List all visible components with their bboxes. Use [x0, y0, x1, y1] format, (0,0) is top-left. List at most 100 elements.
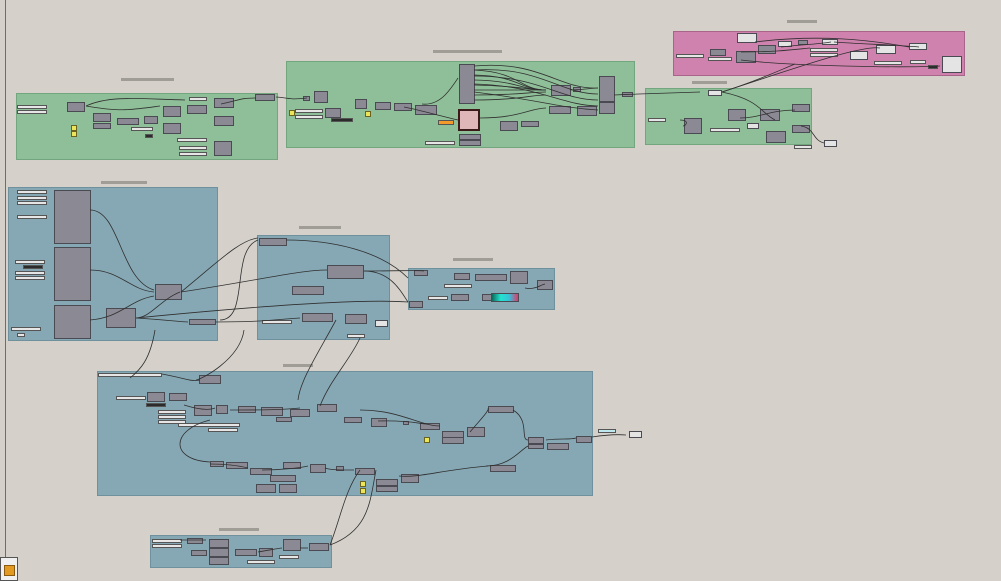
param[interactable] [179, 146, 207, 150]
group-6[interactable] [257, 235, 390, 340]
component[interactable] [549, 106, 571, 114]
component[interactable] [401, 474, 419, 483]
param[interactable] [928, 65, 938, 69]
component[interactable] [235, 549, 257, 556]
component[interactable] [577, 106, 597, 116]
component[interactable] [737, 33, 757, 43]
component[interactable] [325, 108, 341, 118]
component[interactable] [117, 118, 139, 125]
component[interactable] [355, 99, 367, 109]
component[interactable] [622, 92, 633, 97]
component[interactable] [344, 417, 362, 423]
component[interactable] [261, 407, 283, 416]
param[interactable] [331, 118, 353, 122]
component[interactable] [147, 392, 165, 402]
component[interactable] [216, 405, 228, 414]
param[interactable] [295, 115, 323, 119]
component[interactable] [792, 104, 810, 112]
component[interactable] [238, 406, 256, 413]
param[interactable] [15, 276, 45, 280]
component[interactable] [54, 247, 91, 301]
component[interactable] [327, 265, 364, 279]
component[interactable] [355, 468, 375, 475]
component[interactable] [169, 393, 187, 401]
component[interactable] [259, 238, 287, 246]
component[interactable] [747, 123, 759, 129]
component[interactable] [336, 466, 344, 471]
component[interactable] [303, 96, 310, 101]
param[interactable] [438, 120, 454, 125]
toggle[interactable] [365, 111, 371, 117]
component[interactable] [459, 140, 481, 146]
param[interactable] [794, 145, 812, 149]
component[interactable] [459, 134, 481, 140]
component[interactable] [292, 286, 324, 295]
component[interactable] [194, 405, 212, 416]
component[interactable] [255, 94, 275, 101]
component[interactable] [144, 116, 158, 124]
toggle[interactable] [71, 131, 77, 137]
component[interactable] [314, 91, 328, 103]
component[interactable] [375, 320, 388, 327]
param[interactable] [17, 105, 47, 109]
component[interactable] [54, 305, 91, 339]
component[interactable] [276, 417, 292, 422]
app-icon[interactable] [0, 557, 18, 581]
group-4[interactable] [645, 88, 812, 145]
component[interactable] [371, 418, 387, 427]
component[interactable] [67, 102, 85, 112]
param[interactable] [17, 196, 47, 200]
component[interactable] [191, 550, 207, 556]
gradient-component[interactable] [491, 293, 519, 302]
param[interactable] [708, 57, 732, 61]
param[interactable] [158, 415, 186, 419]
component[interactable] [728, 109, 746, 121]
component[interactable] [758, 45, 776, 54]
component[interactable] [415, 105, 437, 115]
component[interactable] [214, 116, 234, 126]
component[interactable] [214, 98, 234, 108]
param[interactable] [17, 110, 47, 114]
group-2[interactable] [286, 61, 635, 148]
param[interactable] [208, 428, 238, 432]
component[interactable] [576, 436, 592, 443]
param[interactable] [428, 296, 448, 300]
component[interactable] [209, 548, 229, 557]
component[interactable] [454, 273, 470, 280]
component[interactable] [210, 461, 224, 467]
group-8[interactable] [97, 371, 593, 496]
component[interactable] [209, 557, 229, 565]
param[interactable] [145, 134, 153, 138]
param[interactable] [810, 48, 838, 52]
param[interactable] [598, 429, 616, 433]
param[interactable] [710, 128, 740, 132]
component[interactable] [822, 39, 838, 45]
component[interactable] [824, 140, 837, 147]
component[interactable] [909, 43, 927, 50]
component[interactable] [309, 543, 329, 551]
group-5[interactable] [8, 187, 218, 341]
param[interactable] [177, 138, 207, 142]
param[interactable] [189, 97, 207, 101]
param[interactable] [152, 544, 182, 548]
param[interactable] [425, 141, 455, 145]
group-7[interactable] [408, 268, 555, 310]
graph-mapper[interactable] [458, 109, 480, 131]
component[interactable] [599, 76, 615, 102]
param[interactable] [15, 260, 45, 264]
component[interactable] [488, 406, 514, 413]
component[interactable] [54, 190, 91, 244]
component[interactable] [375, 102, 391, 110]
param[interactable] [152, 539, 182, 543]
component[interactable] [528, 437, 544, 444]
component[interactable] [475, 274, 507, 281]
component[interactable] [490, 465, 516, 472]
component[interactable] [214, 141, 232, 156]
param[interactable] [17, 190, 47, 194]
component[interactable] [283, 539, 301, 551]
component[interactable] [93, 113, 111, 122]
component[interactable] [420, 423, 440, 430]
param[interactable] [910, 60, 926, 64]
param[interactable] [17, 215, 47, 219]
component[interactable] [345, 314, 367, 324]
